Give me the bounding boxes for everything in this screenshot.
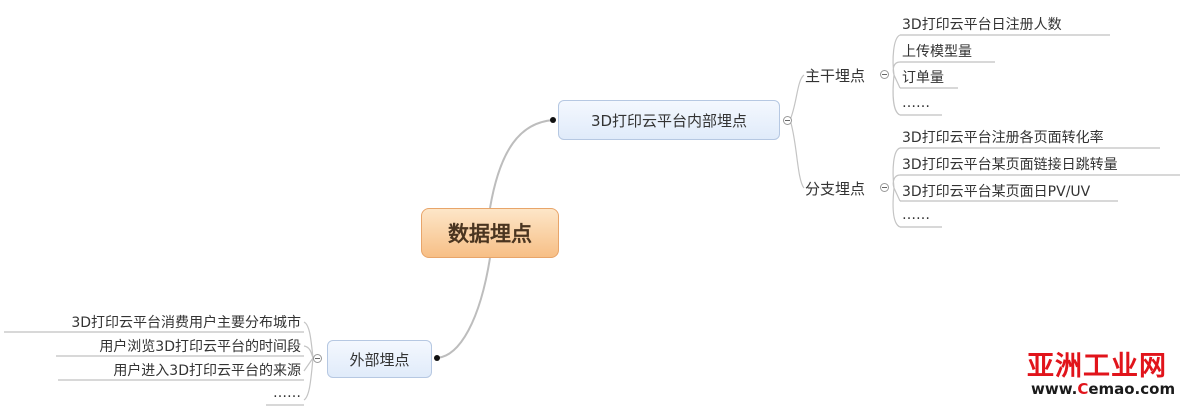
branch-secondary-label[interactable]: 分支埋点 xyxy=(805,180,866,198)
topic-internal-tracking[interactable]: 3D打印云平台内部埋点 xyxy=(558,100,780,140)
topic-internal-label: 3D打印云平台内部埋点 xyxy=(590,111,748,130)
watermark-url-suffix: emao.com xyxy=(1088,380,1176,398)
leaf-branch-4[interactable]: …… xyxy=(902,207,930,223)
collapse-toggle-icon[interactable] xyxy=(313,354,322,363)
central-topic[interactable]: 数据埋点 xyxy=(421,208,559,258)
link-main-leaves xyxy=(892,34,901,116)
link-branch-leaves xyxy=(892,147,901,228)
link-internal-branch xyxy=(789,119,805,189)
topic-external-label: 外部埋点 xyxy=(349,350,410,369)
connection-dot-external xyxy=(434,355,440,361)
leaf-external-3[interactable]: 用户进入3D打印云平台的来源 xyxy=(113,363,301,379)
leaf-branch-2[interactable]: 3D打印云平台某页面链接日跳转量 xyxy=(902,157,1118,173)
leaf-main-1[interactable]: 3D打印云平台日注册人数 xyxy=(902,17,1062,33)
leaf-main-2[interactable]: 上传模型量 xyxy=(902,44,972,60)
watermark-url-mark: C xyxy=(1077,380,1089,398)
leaf-branch-3[interactable]: 3D打印云平台某页面日PV/UV xyxy=(902,184,1091,200)
watermark-url-prefix: www. xyxy=(1031,380,1078,398)
leaf-external-2[interactable]: 用户浏览3D打印云平台的时间段 xyxy=(99,339,301,355)
collapse-toggle-icon[interactable] xyxy=(880,70,889,79)
topic-external-tracking[interactable]: 外部埋点 xyxy=(327,340,432,378)
leaf-external-1[interactable]: 3D打印云平台消费用户主要分布城市 xyxy=(71,315,301,331)
leaf-branch-1[interactable]: 3D打印云平台注册各页面转化率 xyxy=(902,130,1104,146)
connection-dot-internal xyxy=(550,117,556,123)
central-topic-label: 数据埋点 xyxy=(448,222,532,246)
watermark-url: www.Cemao.com xyxy=(1031,380,1175,398)
link-central-external xyxy=(436,257,491,359)
collapse-toggle-icon[interactable] xyxy=(783,116,792,125)
watermark-logo: 亚洲工业网 xyxy=(1027,351,1167,382)
collapse-toggle-icon[interactable] xyxy=(880,183,889,192)
branch-main-label[interactable]: 主干埋点 xyxy=(805,67,866,85)
link-internal-main xyxy=(789,74,805,121)
leaf-main-4[interactable]: …… xyxy=(902,95,930,111)
link-external-leaves xyxy=(303,321,314,401)
leaf-main-3[interactable]: 订单量 xyxy=(902,70,944,86)
leaf-external-4[interactable]: …… xyxy=(273,385,301,401)
link-central-internal xyxy=(489,119,555,209)
